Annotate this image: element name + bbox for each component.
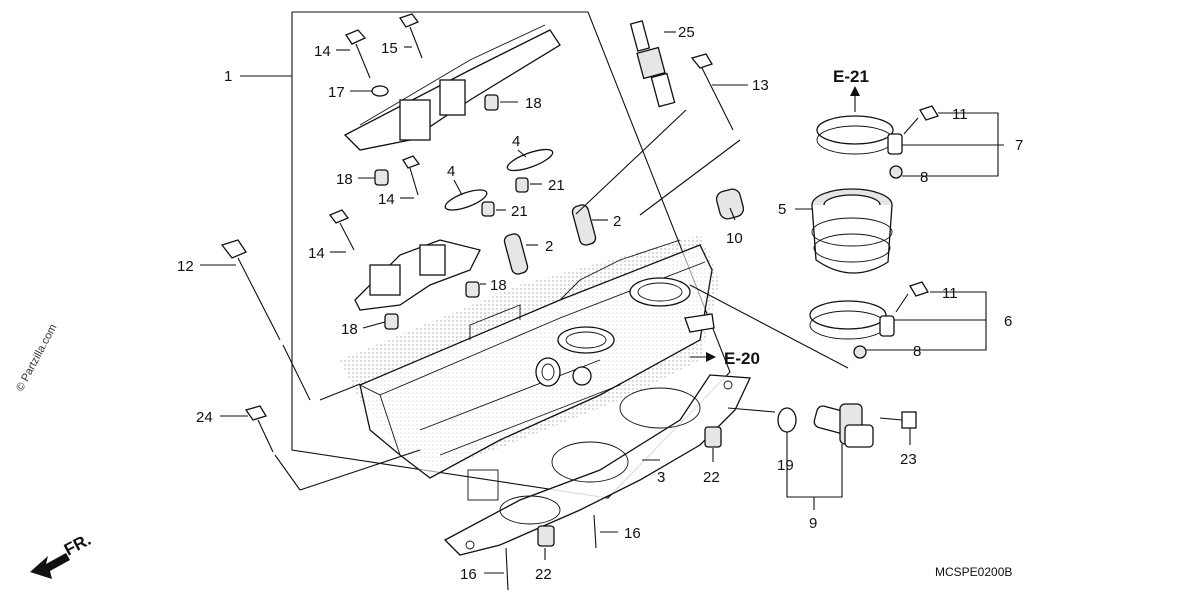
callout-2-b: 2 [545,238,553,255]
dowel-18-b [374,169,389,186]
callout-22-b: 22 [535,566,552,583]
callout-6: 6 [1004,313,1012,330]
callout-4-b: 4 [512,133,520,150]
bolt-11-upper [903,105,939,135]
nut-8-a [889,165,903,179]
seal-21-a [515,177,529,193]
bolt-14-upper [345,29,371,79]
reference-e20: E-20 [724,349,760,368]
seal-21-b [481,201,495,217]
front-direction-arrow: FR. [30,530,94,579]
valve-guide-2-a [571,204,597,246]
callout-18-b: 18 [336,171,353,188]
dowel-22-a [704,426,722,448]
dowel-18-c [465,281,480,298]
callout-8-upper: 8 [920,169,928,186]
callout-18-a: 18 [525,95,542,112]
callout-14-upper: 14 [314,43,331,60]
callout-18-d: 18 [341,321,358,338]
callout-3: 3 [657,469,665,486]
callout-21-b: 21 [511,203,528,220]
callout-12: 12 [177,258,194,275]
dowel-18-d [384,313,399,330]
reference-e21: E-21 [833,67,869,86]
camshaft-holder-upper [343,24,561,151]
callout-25: 25 [678,24,695,41]
callout-22-a: 22 [703,469,720,486]
callout-24: 24 [196,409,213,426]
band-clamp-6 [809,300,895,340]
camshaft-holder-lower [354,239,481,311]
callout-17: 17 [328,84,345,101]
callout-9: 9 [809,515,817,532]
o-ring-19 [777,407,797,433]
stud-16-b [505,547,509,591]
callout-1: 1 [224,68,232,85]
washer-17 [371,85,389,97]
dowel-18-a [484,94,499,111]
diagram-code: MCSPE0200B [935,565,1012,579]
callout-18-c: 18 [490,277,507,294]
spark-plug-25 [629,20,676,108]
callout-11-lower: 11 [942,285,958,302]
callout-16-b: 16 [460,566,477,583]
callout-23: 23 [900,451,917,468]
callout-21-a: 21 [548,177,565,194]
bolt-14-middle [402,155,421,196]
callout-14-middle: 14 [378,191,395,208]
callout-13: 13 [752,77,769,94]
watermark: © Partzilla.com [14,322,59,393]
callout-16-a: 16 [624,525,641,542]
callout-10: 10 [726,230,743,247]
head-gasket [443,374,751,556]
callout-15: 15 [381,40,398,57]
cap-10 [715,188,745,220]
nut-8-b [853,345,867,359]
leader-lines [200,31,1004,574]
bolt-12 [220,239,281,341]
callout-4-a: 4 [447,163,455,180]
callout-8-lower: 8 [913,343,921,360]
bolt-13 [690,53,734,131]
stud-16-a [593,514,597,549]
bolt-15 [398,13,423,59]
callout-7: 7 [1015,137,1023,154]
gasket-4-a [444,189,488,211]
callout-2-a: 2 [613,213,621,230]
callout-11-upper: 11 [952,106,968,123]
valve-guide-2-b [503,233,529,275]
dowel-22-b [537,525,555,547]
callout-14-lower: 14 [308,245,325,262]
callout-5: 5 [778,201,786,218]
bolt-11-lower [895,281,929,313]
bolt-14-lower [328,209,355,251]
cylinder-head [340,235,720,501]
bolt-23 [879,411,917,429]
insulator-5 [811,188,893,274]
sensor-9 [813,403,874,448]
callout-19: 19 [777,457,794,474]
gasket-4-b [506,148,554,172]
band-clamp-7 [816,115,903,155]
bolt-24 [244,405,274,453]
